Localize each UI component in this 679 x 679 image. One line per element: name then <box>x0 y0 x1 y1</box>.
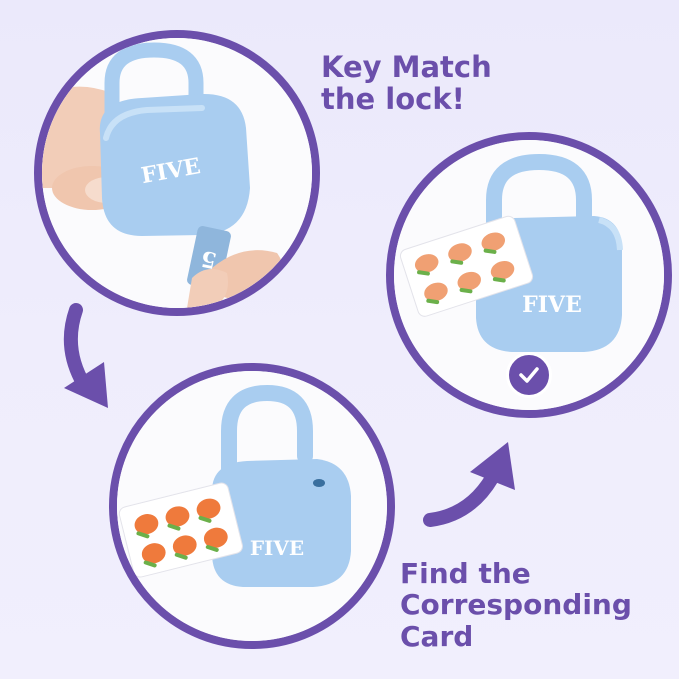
lock-card-illustration: FIVE <box>394 140 664 410</box>
caption-key-match: Key Match the lock! <box>321 51 492 116</box>
check-icon <box>519 367 539 383</box>
open-lock-illustration: FIVE <box>117 371 387 641</box>
check-badge <box>506 352 552 398</box>
curved-arrow-up-icon <box>423 442 515 527</box>
lock-label-five: FIVE <box>250 536 304 560</box>
caption-find-card: Find the Corresponding Card <box>400 558 632 652</box>
key-number: 5 <box>199 245 219 274</box>
caption-line: Corresponding <box>400 588 632 622</box>
caption-line: the lock! <box>321 82 465 117</box>
caption-line: Key Match <box>321 50 492 84</box>
scene-key-match: FIVE 5 <box>34 30 320 316</box>
scene-lock-with-card: FIVE <box>386 132 672 418</box>
caption-line: Card <box>400 619 474 653</box>
curved-arrow-down-icon <box>63 303 108 408</box>
lock-label-five: FIVE <box>522 292 582 318</box>
scene-open-lock: FIVE <box>109 363 395 649</box>
key-match-illustration: FIVE 5 <box>42 38 312 308</box>
caption-line: Find the <box>400 557 531 590</box>
